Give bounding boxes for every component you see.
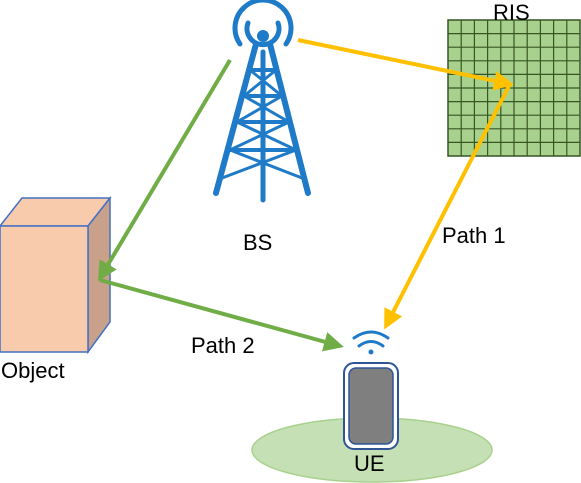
bs-tower-icon [213,0,311,203]
path1-label: Path 1 [442,223,506,248]
path2-label: Path 2 [191,333,255,358]
ue-label: UE [354,451,385,476]
ris-label: RIS [493,0,530,25]
object-box [0,195,112,355]
path1-arrow-bs-to-ris [297,38,514,91]
signal-icon [352,330,390,355]
path2-arrow-bs-to-object [97,58,232,282]
path2-arrow-object-to-ue [99,278,344,352]
path1-arrow-ris-to-ue [384,83,512,330]
object-label: Object [1,358,65,383]
ris-panel [447,19,581,157]
bs-label: BS [243,230,273,255]
ue-phone-icon [343,362,399,450]
